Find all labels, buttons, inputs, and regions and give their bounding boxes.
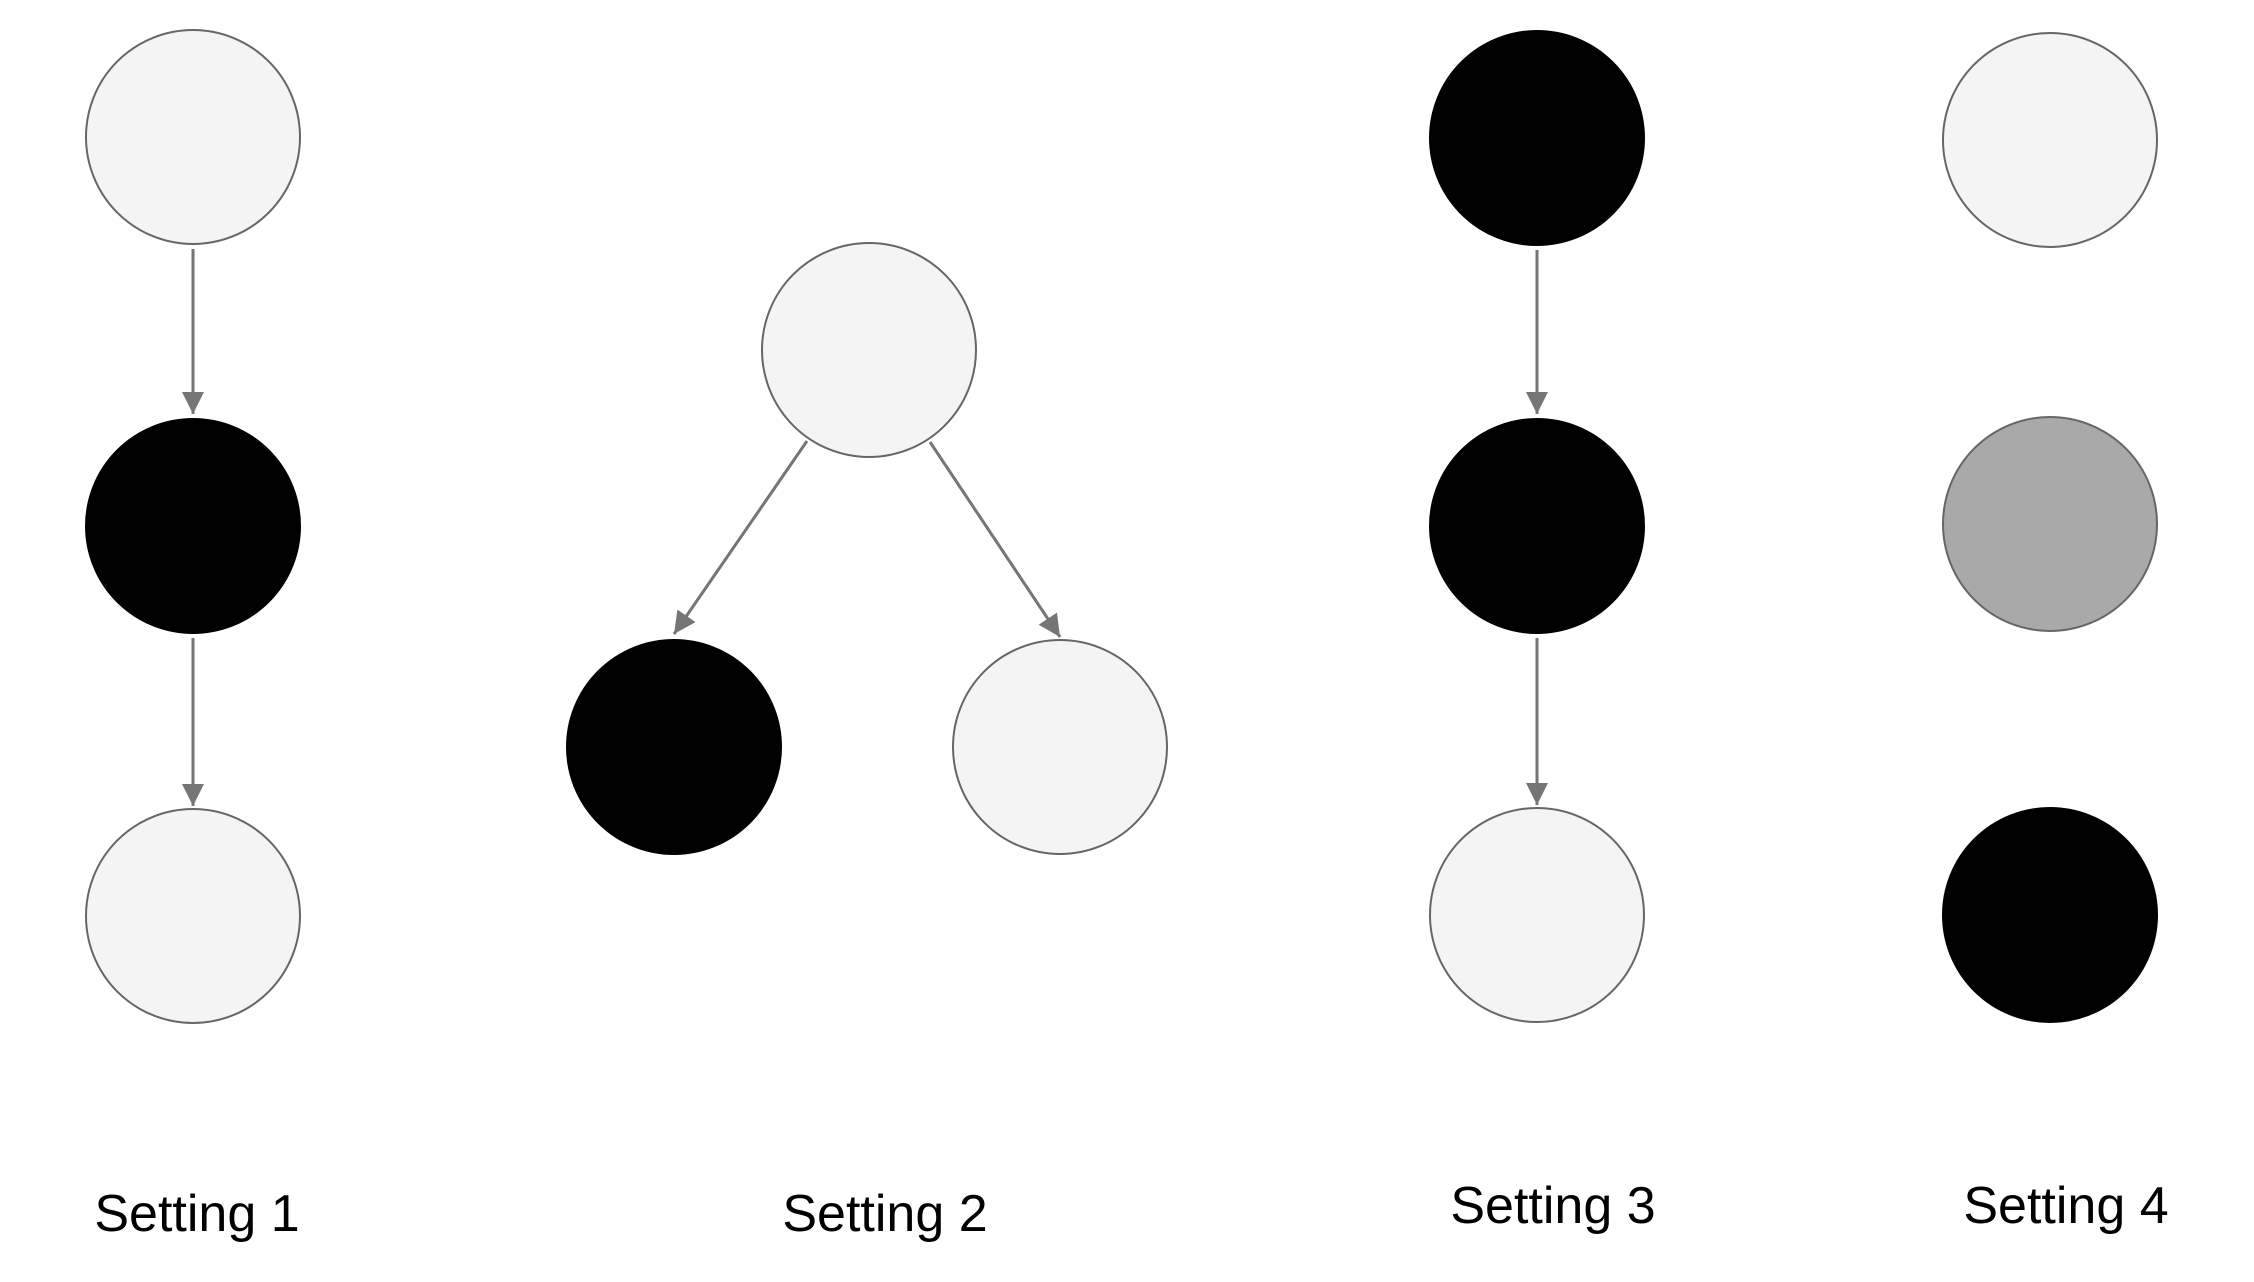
setting1-node-middle: [85, 418, 301, 634]
arrow-setting2-root-to-left-child: [672, 440, 809, 635]
setting2-label: Setting 2: [782, 1185, 988, 1243]
setting1-node-bottom: [85, 808, 301, 1024]
setting1-label: Setting 1: [94, 1185, 300, 1243]
setting2-node-left-child: [566, 639, 782, 855]
arrow-setting2-root-to-right-child: [928, 441, 1062, 638]
setting3-label: Setting 3: [1450, 1177, 1656, 1235]
setting4-node-bottom: [1942, 807, 2158, 1023]
setting4-label: Setting 4: [1963, 1177, 2169, 1235]
setting4-node-top: [1942, 32, 2158, 248]
setting4-node-middle: [1942, 416, 2158, 632]
setting2-node-root: [761, 242, 977, 458]
setting3-node-top: [1429, 30, 1645, 246]
setting2-node-right-child: [952, 639, 1168, 855]
setting1-node-top: [85, 29, 301, 245]
setting3-node-middle: [1429, 418, 1645, 634]
setting3-node-bottom: [1429, 807, 1645, 1023]
